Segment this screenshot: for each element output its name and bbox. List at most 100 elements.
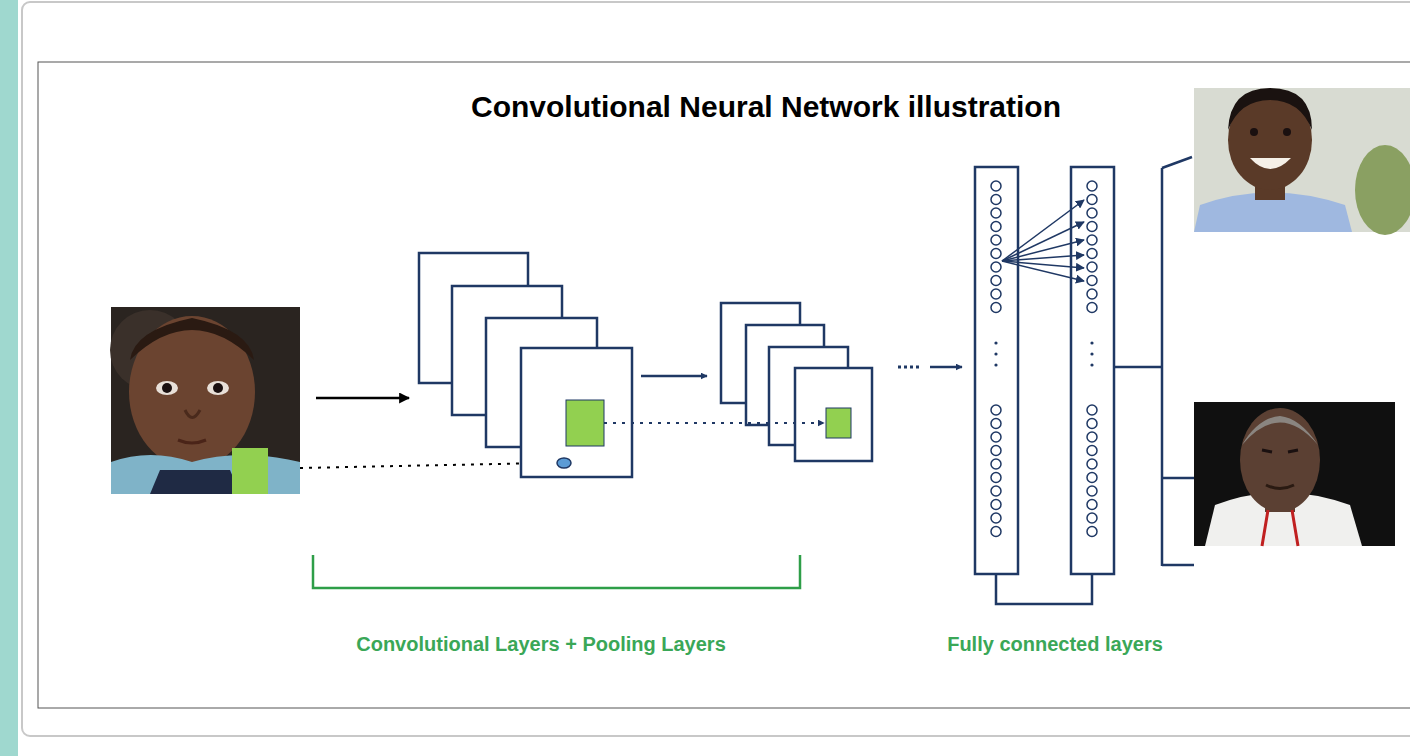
input-arrows-part <box>300 463 545 468</box>
continuation-arrow-part <box>898 366 922 369</box>
feature-map-stack-part <box>521 348 632 477</box>
output-wires <box>1114 157 1194 566</box>
weight-arrows-part <box>1002 240 1084 261</box>
neuron-column-part <box>1087 419 1097 429</box>
neuron-column-part <box>1087 195 1097 205</box>
continuation-arrow <box>898 367 962 368</box>
neuron-column-part <box>991 473 1001 483</box>
neuron-column-part <box>991 181 1001 191</box>
neuron-column-part <box>1087 446 1097 456</box>
feature-unit <box>557 458 571 468</box>
neuron-column-part <box>1087 513 1097 523</box>
pooled-map-stack-part <box>795 368 872 461</box>
neuron-column-part <box>1087 500 1097 510</box>
neuron-column-part <box>991 513 1001 523</box>
neuron-column-part <box>1087 181 1097 191</box>
neuron-column-part <box>1087 486 1097 496</box>
child-photo-part <box>185 410 200 418</box>
fully-connected-layer-part <box>975 167 1018 574</box>
page-frame-part <box>0 0 18 756</box>
ellipsis-dots <box>994 341 997 366</box>
old-man-photo-part <box>1262 510 1298 546</box>
neuron-column-part <box>1087 249 1097 259</box>
output-wires-part <box>1161 168 1164 566</box>
child-photo <box>110 307 300 494</box>
pooling-arrow <box>604 422 824 424</box>
neuron-column-part <box>991 208 1001 218</box>
neuron-column-part <box>1087 473 1097 483</box>
receptive-field <box>232 448 268 494</box>
section-label-holder: Convolutional Layers + Pooling Layers <box>356 633 726 656</box>
young-man-photo-part <box>1283 128 1291 136</box>
neuron-column-part <box>1087 276 1097 286</box>
neuron-column-part <box>991 459 1001 469</box>
diagram-title-holder: Convolutional Neural Network illustratio… <box>471 90 1061 124</box>
neuron-column-part <box>1087 459 1097 469</box>
ellipsis-dots-part <box>1090 341 1093 344</box>
ellipsis-dots <box>1090 341 1093 366</box>
output-wires-part <box>1162 564 1194 567</box>
neuron-column-part <box>991 303 1001 313</box>
neuron-column-part <box>1087 432 1097 442</box>
section-label: Convolutional Layers + Pooling Layers <box>356 633 726 656</box>
neuron-column-part <box>991 527 1001 537</box>
ellipsis-dots-part <box>1090 352 1093 355</box>
group-bracket-part <box>313 555 800 588</box>
neuron-column-part <box>1087 208 1097 218</box>
neuron-column-part <box>1087 235 1097 245</box>
child-photo-part <box>178 440 206 443</box>
young-man-photo-part <box>1228 88 1312 130</box>
child-photo-part <box>150 470 240 494</box>
neuron-column-part <box>1087 405 1097 415</box>
neuron-column-part <box>1087 222 1097 232</box>
neuron-column-part <box>1087 262 1097 272</box>
neuron-column-part <box>991 222 1001 232</box>
neuron-column-part <box>991 405 1001 415</box>
old-man-photo-part <box>1242 416 1318 445</box>
section-label-holder: Fully connected layers <box>947 633 1163 656</box>
page-frame-part <box>22 2 1410 736</box>
ellipsis-dots-part <box>1090 363 1093 366</box>
output-wires-part <box>1162 157 1192 168</box>
weight-arrows-part <box>1002 222 1084 261</box>
neuron-column-part <box>991 235 1001 245</box>
weight-arrows-part <box>1002 255 1084 261</box>
young-man-photo-part <box>1250 158 1291 169</box>
old-man-photo-part <box>1240 408 1320 512</box>
neuron-column-part <box>991 432 1001 442</box>
neuron-column <box>991 181 1001 537</box>
page-frame-part <box>38 62 1410 708</box>
weight-arrows <box>1002 200 1084 281</box>
child-photo-part <box>213 383 223 393</box>
continuation-arrow-part <box>930 366 962 369</box>
neuron-column-part <box>1087 289 1097 299</box>
neuron-column-part <box>1087 527 1097 537</box>
neuron-column-part <box>991 289 1001 299</box>
child-photo-part <box>130 318 254 360</box>
child-photo-part <box>207 381 229 395</box>
neuron-column-part <box>1087 303 1097 313</box>
neuron-column-part <box>991 486 1001 496</box>
child-photo-part <box>129 316 255 468</box>
neuron-column <box>1087 181 1097 537</box>
ellipsis-dots-part <box>994 363 997 366</box>
fully-connected-layer-part <box>1071 167 1114 574</box>
young-man-photo <box>1194 88 1410 235</box>
feature-patch <box>566 400 604 446</box>
output-wires-part <box>1162 477 1194 480</box>
output-wires-part <box>1114 366 1162 369</box>
neuron-column-part <box>991 249 1001 259</box>
ellipsis-dots-part <box>994 341 997 344</box>
child-photo-part <box>111 455 300 494</box>
feature-map-stack <box>419 253 632 477</box>
group-bracket <box>313 555 800 588</box>
weight-arrows-part <box>1002 200 1084 261</box>
neuron-column-part <box>991 276 1001 286</box>
neuron-column-part <box>991 419 1001 429</box>
old-man-photo-part <box>1266 485 1294 489</box>
child-photo-part <box>162 383 172 393</box>
neuron-column-part <box>991 500 1001 510</box>
weight-arrows-part <box>1002 261 1084 281</box>
